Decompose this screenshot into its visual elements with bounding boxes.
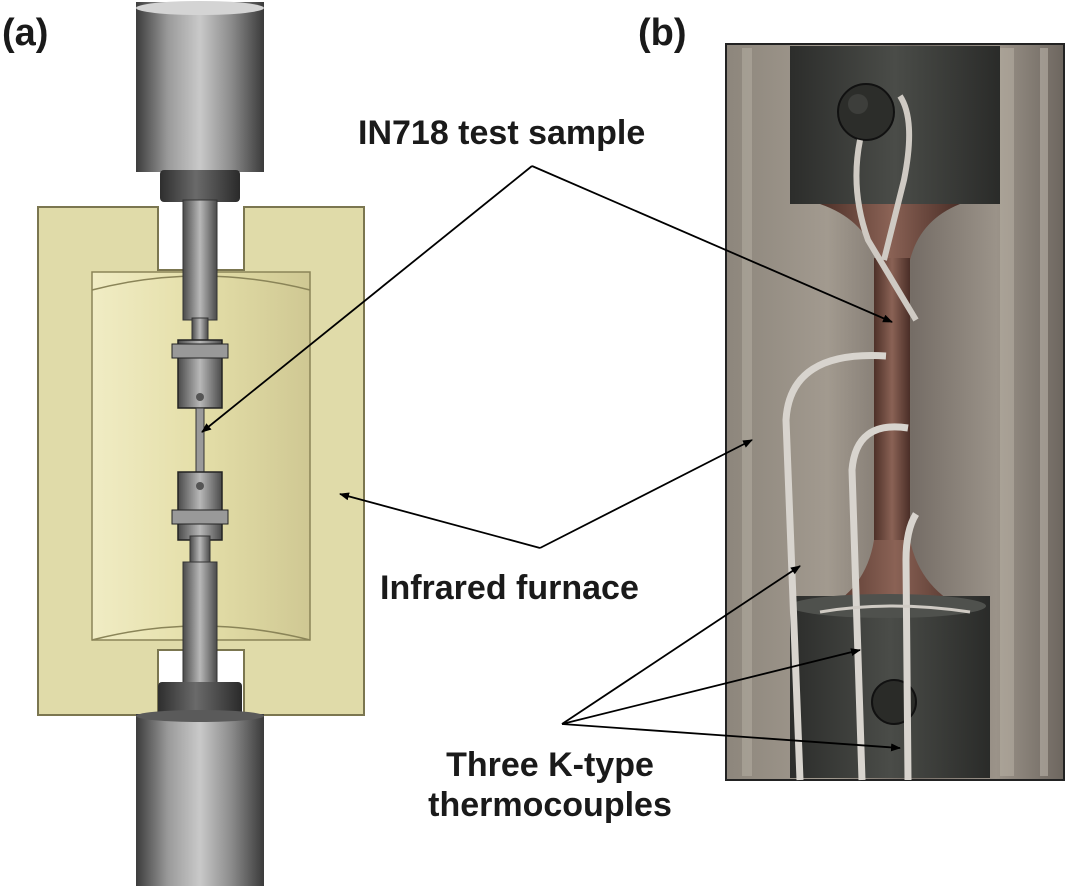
lower-clevis-pin: [171, 509, 229, 525]
bottom-load-cylinder-cap: [136, 710, 264, 722]
thermocouples-annotation-line1: Three K-type: [446, 746, 654, 784]
photo-reflection: [1000, 48, 1014, 776]
thermocouple-wire-top: [881, 94, 913, 261]
thermocouple-wire-tail: [819, 604, 971, 614]
photo-reflection: [1040, 48, 1048, 776]
thermocouple-wire-top: [853, 139, 919, 322]
thermocouples-annotation: Three K-type thermocouples: [380, 745, 720, 825]
thermocouples-annotation-line2: thermocouples: [428, 786, 672, 825]
lower-clevis-hole: [196, 482, 204, 490]
panel-a-label: (a): [2, 12, 49, 54]
arrow-sample-to-b: [531, 165, 893, 323]
thermocouple-wire-2: [848, 423, 909, 781]
upper-grip-bolt: [837, 83, 895, 141]
thermocouple-wire-3: [902, 512, 920, 781]
upper-clevis-hole: [196, 393, 204, 401]
top-load-cylinder-cap: [136, 1, 264, 15]
upper-clevis-pin: [171, 343, 229, 359]
arrow-furnace-to-b: [539, 439, 753, 549]
arrow-furnace-to-a: [339, 492, 541, 549]
arrow-tc-2: [561, 648, 861, 725]
arrow-tc-3: [561, 723, 901, 752]
lower-pull-rod: [182, 561, 218, 687]
annotation-arrows: [201, 165, 901, 752]
arrow-tc-1: [561, 565, 801, 725]
top-hex-nut: [160, 170, 240, 202]
upper-grip-bolt-center: [848, 94, 868, 114]
photo-reflection: [742, 48, 752, 776]
panel-a-drawing: [37, 1, 365, 886]
top-load-cylinder: [136, 2, 264, 172]
furnace-annotation: Infrared furnace: [380, 569, 639, 607]
bottom-hex-nut: [158, 682, 242, 716]
panel-b-photo: [725, 43, 1065, 781]
upper-grip: [790, 46, 1000, 204]
arrow-sample-to-a: [201, 165, 533, 433]
panel-b-label: (b): [638, 12, 687, 54]
sample-annotation: IN718 test sample: [358, 114, 646, 152]
bottom-load-cylinder: [136, 714, 264, 886]
thermocouple-wire-1: [782, 352, 887, 781]
upper-pull-rod: [182, 199, 218, 321]
specimen-gauge: [195, 407, 205, 473]
